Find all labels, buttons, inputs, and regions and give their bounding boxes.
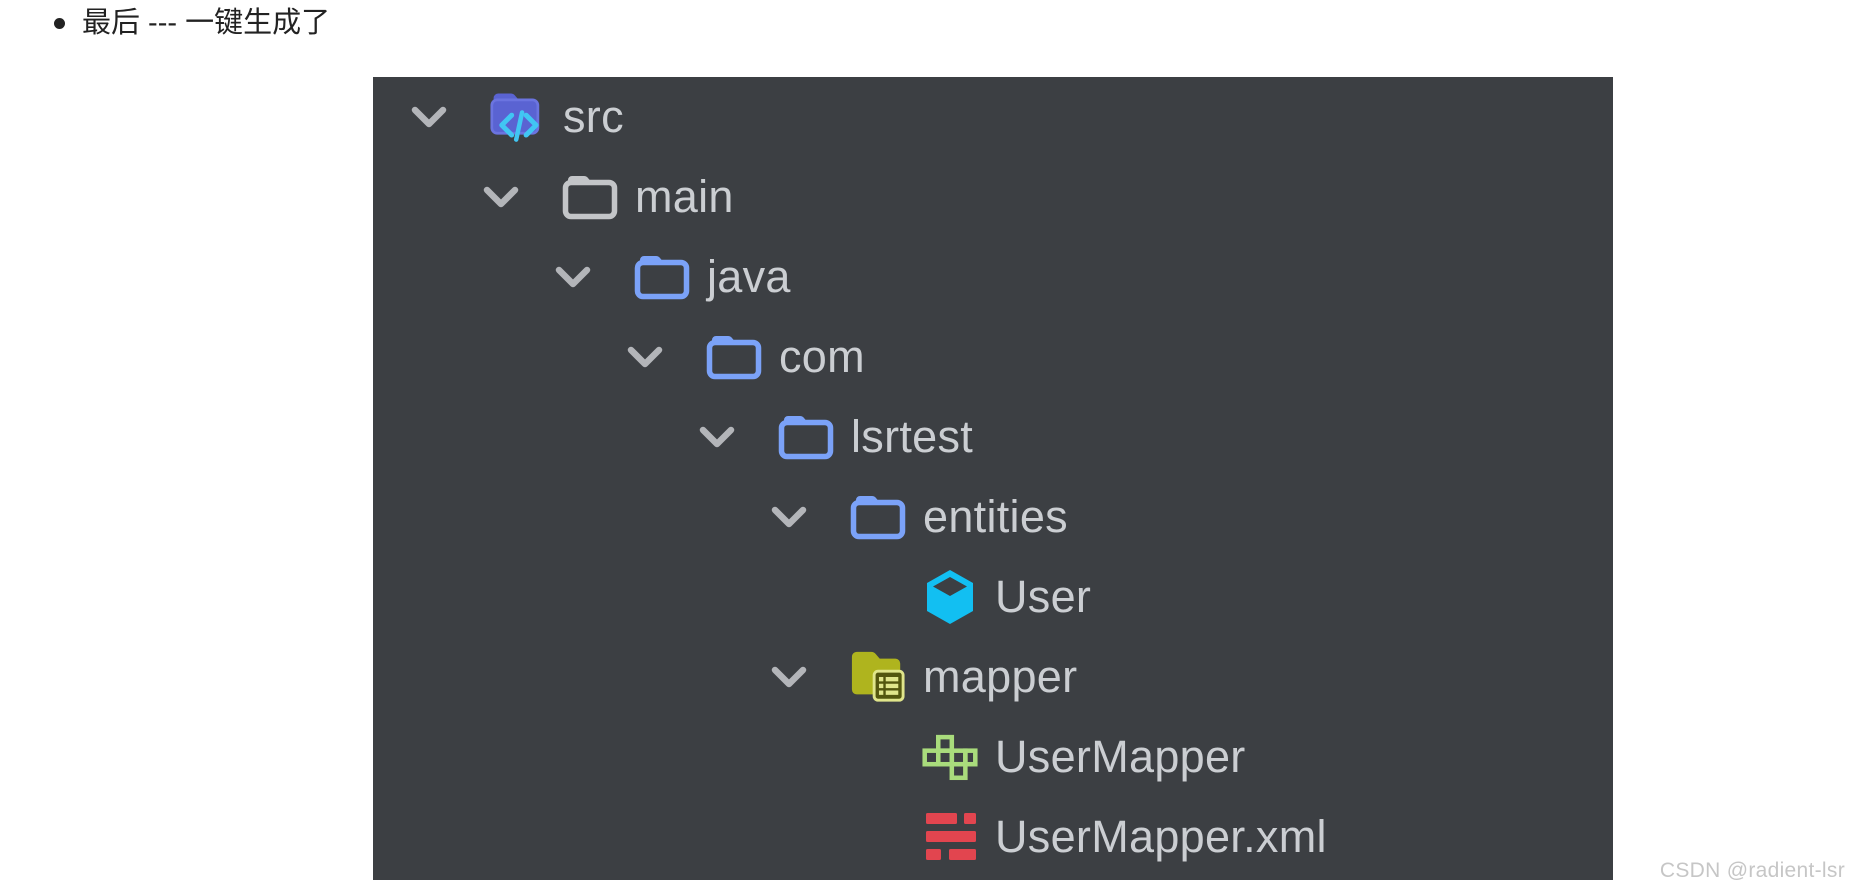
watermark-text: CSDN @radient-lsr bbox=[1659, 859, 1845, 882]
tree-row[interactable]: src bbox=[373, 77, 1613, 157]
tree-row[interactable]: lsrtest bbox=[373, 397, 1613, 477]
tree-item-label: User bbox=[995, 571, 1092, 622]
source-root-folder-icon bbox=[490, 88, 546, 146]
folder-gray-icon bbox=[562, 168, 618, 226]
class-cube-icon bbox=[922, 568, 978, 626]
chevron-down-icon[interactable] bbox=[694, 425, 740, 450]
chevron-down-icon[interactable] bbox=[766, 505, 812, 530]
tree-item-label: main bbox=[635, 171, 734, 222]
tree-item-label: entities bbox=[923, 491, 1068, 542]
xml-mapper-icon bbox=[922, 808, 978, 866]
tree-item-label: src bbox=[563, 91, 624, 142]
tree-row[interactable]: UserMapper bbox=[373, 717, 1613, 797]
chevron-down-icon[interactable] bbox=[550, 265, 596, 290]
folder-blue-icon bbox=[634, 248, 690, 306]
tree-item-label: mapper bbox=[923, 651, 1078, 702]
tree-item-label: lsrtest bbox=[851, 411, 974, 462]
chevron-down-icon[interactable] bbox=[406, 105, 452, 130]
tree-row[interactable]: User bbox=[373, 557, 1613, 637]
tree-row[interactable]: UserMapper.xml bbox=[373, 797, 1613, 877]
mapper-folder-icon bbox=[850, 648, 906, 706]
folder-blue-icon bbox=[706, 328, 762, 386]
tree-item-label: UserMapper.xml bbox=[995, 811, 1327, 862]
folder-blue-icon bbox=[778, 408, 834, 466]
tree-row[interactable]: entities bbox=[373, 477, 1613, 557]
bullet-list-item: 最后 --- 一键生成了 bbox=[54, 4, 330, 42]
project-tree-panel: src main java com lsrtest entities User … bbox=[373, 77, 1613, 880]
tree-row[interactable]: java bbox=[373, 237, 1613, 317]
chevron-down-icon[interactable] bbox=[622, 345, 668, 370]
tree-row[interactable]: com bbox=[373, 317, 1613, 397]
chevron-down-icon[interactable] bbox=[766, 665, 812, 690]
tree-row[interactable]: mapper bbox=[373, 637, 1613, 717]
bullet-dot bbox=[54, 17, 65, 29]
tree-item-label: java bbox=[707, 251, 791, 302]
mapper-interface-icon bbox=[922, 728, 978, 786]
folder-blue-icon bbox=[850, 488, 906, 546]
chevron-down-icon[interactable] bbox=[478, 185, 524, 210]
tree-item-label: UserMapper bbox=[995, 731, 1246, 782]
tree-item-label: com bbox=[779, 331, 865, 382]
bullet-text: 最后 --- 一键生成了 bbox=[82, 7, 331, 39]
tree-row[interactable]: main bbox=[373, 157, 1613, 237]
